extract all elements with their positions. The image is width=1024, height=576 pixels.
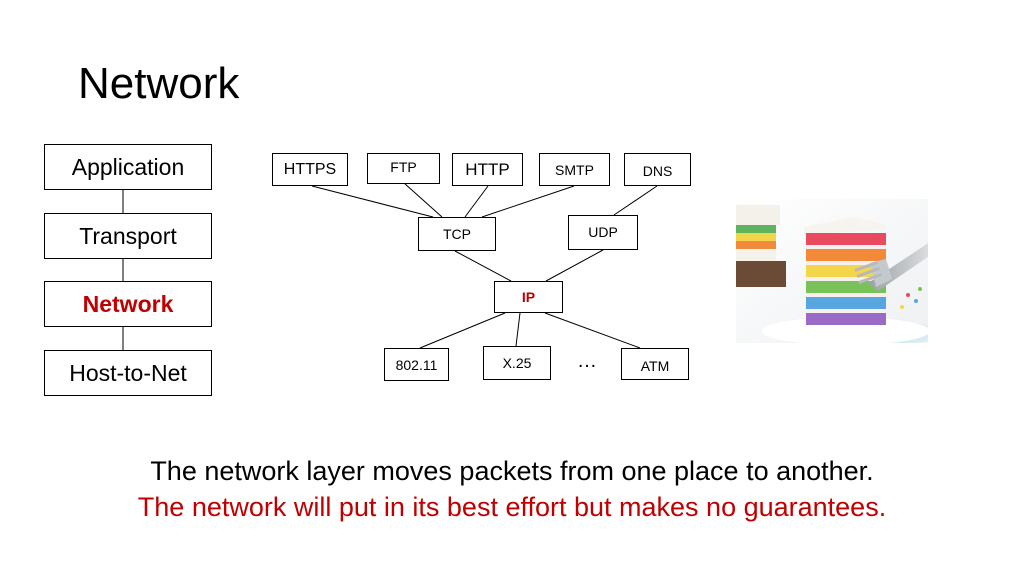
edge-ftp-tcp: [403, 182, 443, 218]
layer-host-to-net: Host-to-Net: [44, 350, 212, 396]
proto-atm: ATM: [621, 348, 689, 380]
proto-80211: 802.11: [384, 348, 449, 381]
layer-application: Application: [44, 144, 212, 190]
proto-ftp: FTP: [367, 153, 440, 184]
proto-x25: X.25: [483, 346, 551, 380]
proto-smtp: SMTP: [539, 153, 610, 186]
rainbow-cake-image: [736, 199, 928, 343]
caption-line-1: The network layer moves packets from one…: [150, 456, 874, 486]
caption-line-2: The network will put in its best effort …: [137, 492, 887, 522]
proto-tcp: TCP: [418, 217, 496, 251]
edge-smtp-tcp: [481, 185, 575, 218]
layer-network: Network: [44, 281, 212, 327]
edge-ip-atm: [544, 312, 641, 349]
proto-udp: UDP: [568, 215, 638, 250]
edge-https-tcp: [311, 185, 434, 218]
edge-ip-x25: [515, 312, 521, 347]
ellipsis-more-protocols: …: [577, 350, 597, 372]
edge-http-tcp: [464, 185, 489, 218]
edge-dns-udp: [613, 185, 658, 216]
edge-ip-80211: [419, 312, 506, 349]
proto-dns: DNS: [624, 153, 691, 186]
proto-http: HTTP: [452, 153, 523, 186]
edge-udp-ip: [545, 249, 604, 282]
proto-https: HTTPS: [272, 153, 348, 186]
proto-ip: IP: [494, 281, 563, 313]
layer-transport: Transport: [44, 213, 212, 259]
slide-title: Network: [78, 59, 240, 108]
edge-tcp-ip: [454, 250, 512, 282]
